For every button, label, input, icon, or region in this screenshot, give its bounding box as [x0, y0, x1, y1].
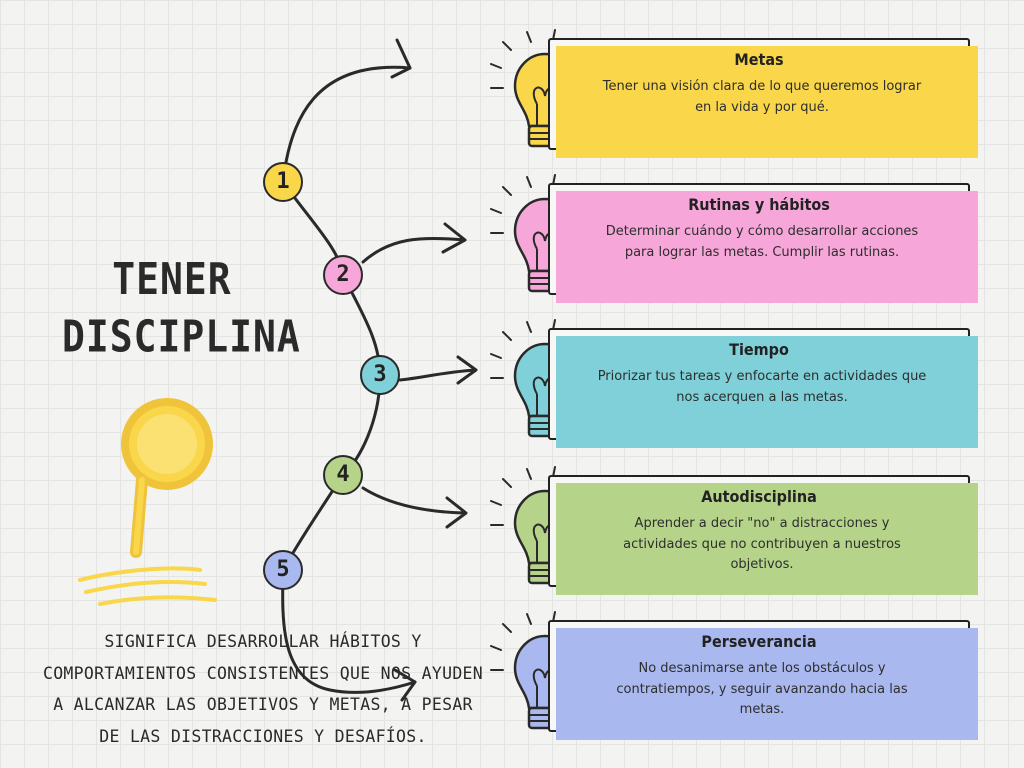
arrow-to-metas: [390, 38, 412, 79]
spine-curve: [281, 65, 412, 184]
step-number-5: 5: [263, 550, 303, 590]
step-card-5: Perseverancia No desanimarse ante los obs…: [548, 620, 978, 740]
main-title: TENER DISCIPLINA: [62, 251, 301, 366]
card-body: Aprender a decir "no" a distracciones y …: [623, 516, 901, 572]
card-title: Tiempo: [729, 340, 789, 359]
card-title: Rutinas y hábitos: [688, 195, 830, 214]
card-body: No desanimarse ante los obstáculos y con…: [616, 661, 908, 717]
card-shadow: [556, 483, 978, 595]
card-title: Perseverancia: [701, 632, 817, 651]
card-body: Determinar cuándo y cómo desarrollar acc…: [605, 224, 919, 260]
step-number-4: 4: [323, 455, 363, 495]
card-body: Priorizar tus tareas y enfocarte en acti…: [597, 369, 927, 405]
card-title: Autodisciplina: [701, 487, 817, 506]
card-shadow: [556, 46, 978, 158]
step-number-2: 2: [323, 255, 363, 295]
step-number-1: 1: [263, 162, 303, 202]
arrow-to-rutinas: [361, 222, 467, 264]
main-title-line-1: TENER: [112, 253, 232, 305]
main-title-line-2: DISCIPLINA: [62, 311, 301, 363]
description-text: SIGNIFICA DESARROLLAR HÁBITOS Y COMPORTA…: [42, 632, 484, 746]
arrow-to-tiempo: [398, 355, 478, 385]
card-shadow: [556, 336, 978, 448]
card-body: Tener una visión clara de lo que queremo…: [602, 79, 922, 115]
arrow-to-autodisciplina: [361, 486, 468, 529]
card-title: Metas: [734, 50, 784, 69]
step-number-3: 3: [360, 355, 400, 395]
card-shadow: [556, 191, 978, 303]
arrow-to-perseverancia: [393, 668, 417, 702]
card-shadow: [556, 628, 978, 740]
spine-curve-bottom: [281, 568, 417, 694]
magnifier-icon: [78, 398, 217, 606]
